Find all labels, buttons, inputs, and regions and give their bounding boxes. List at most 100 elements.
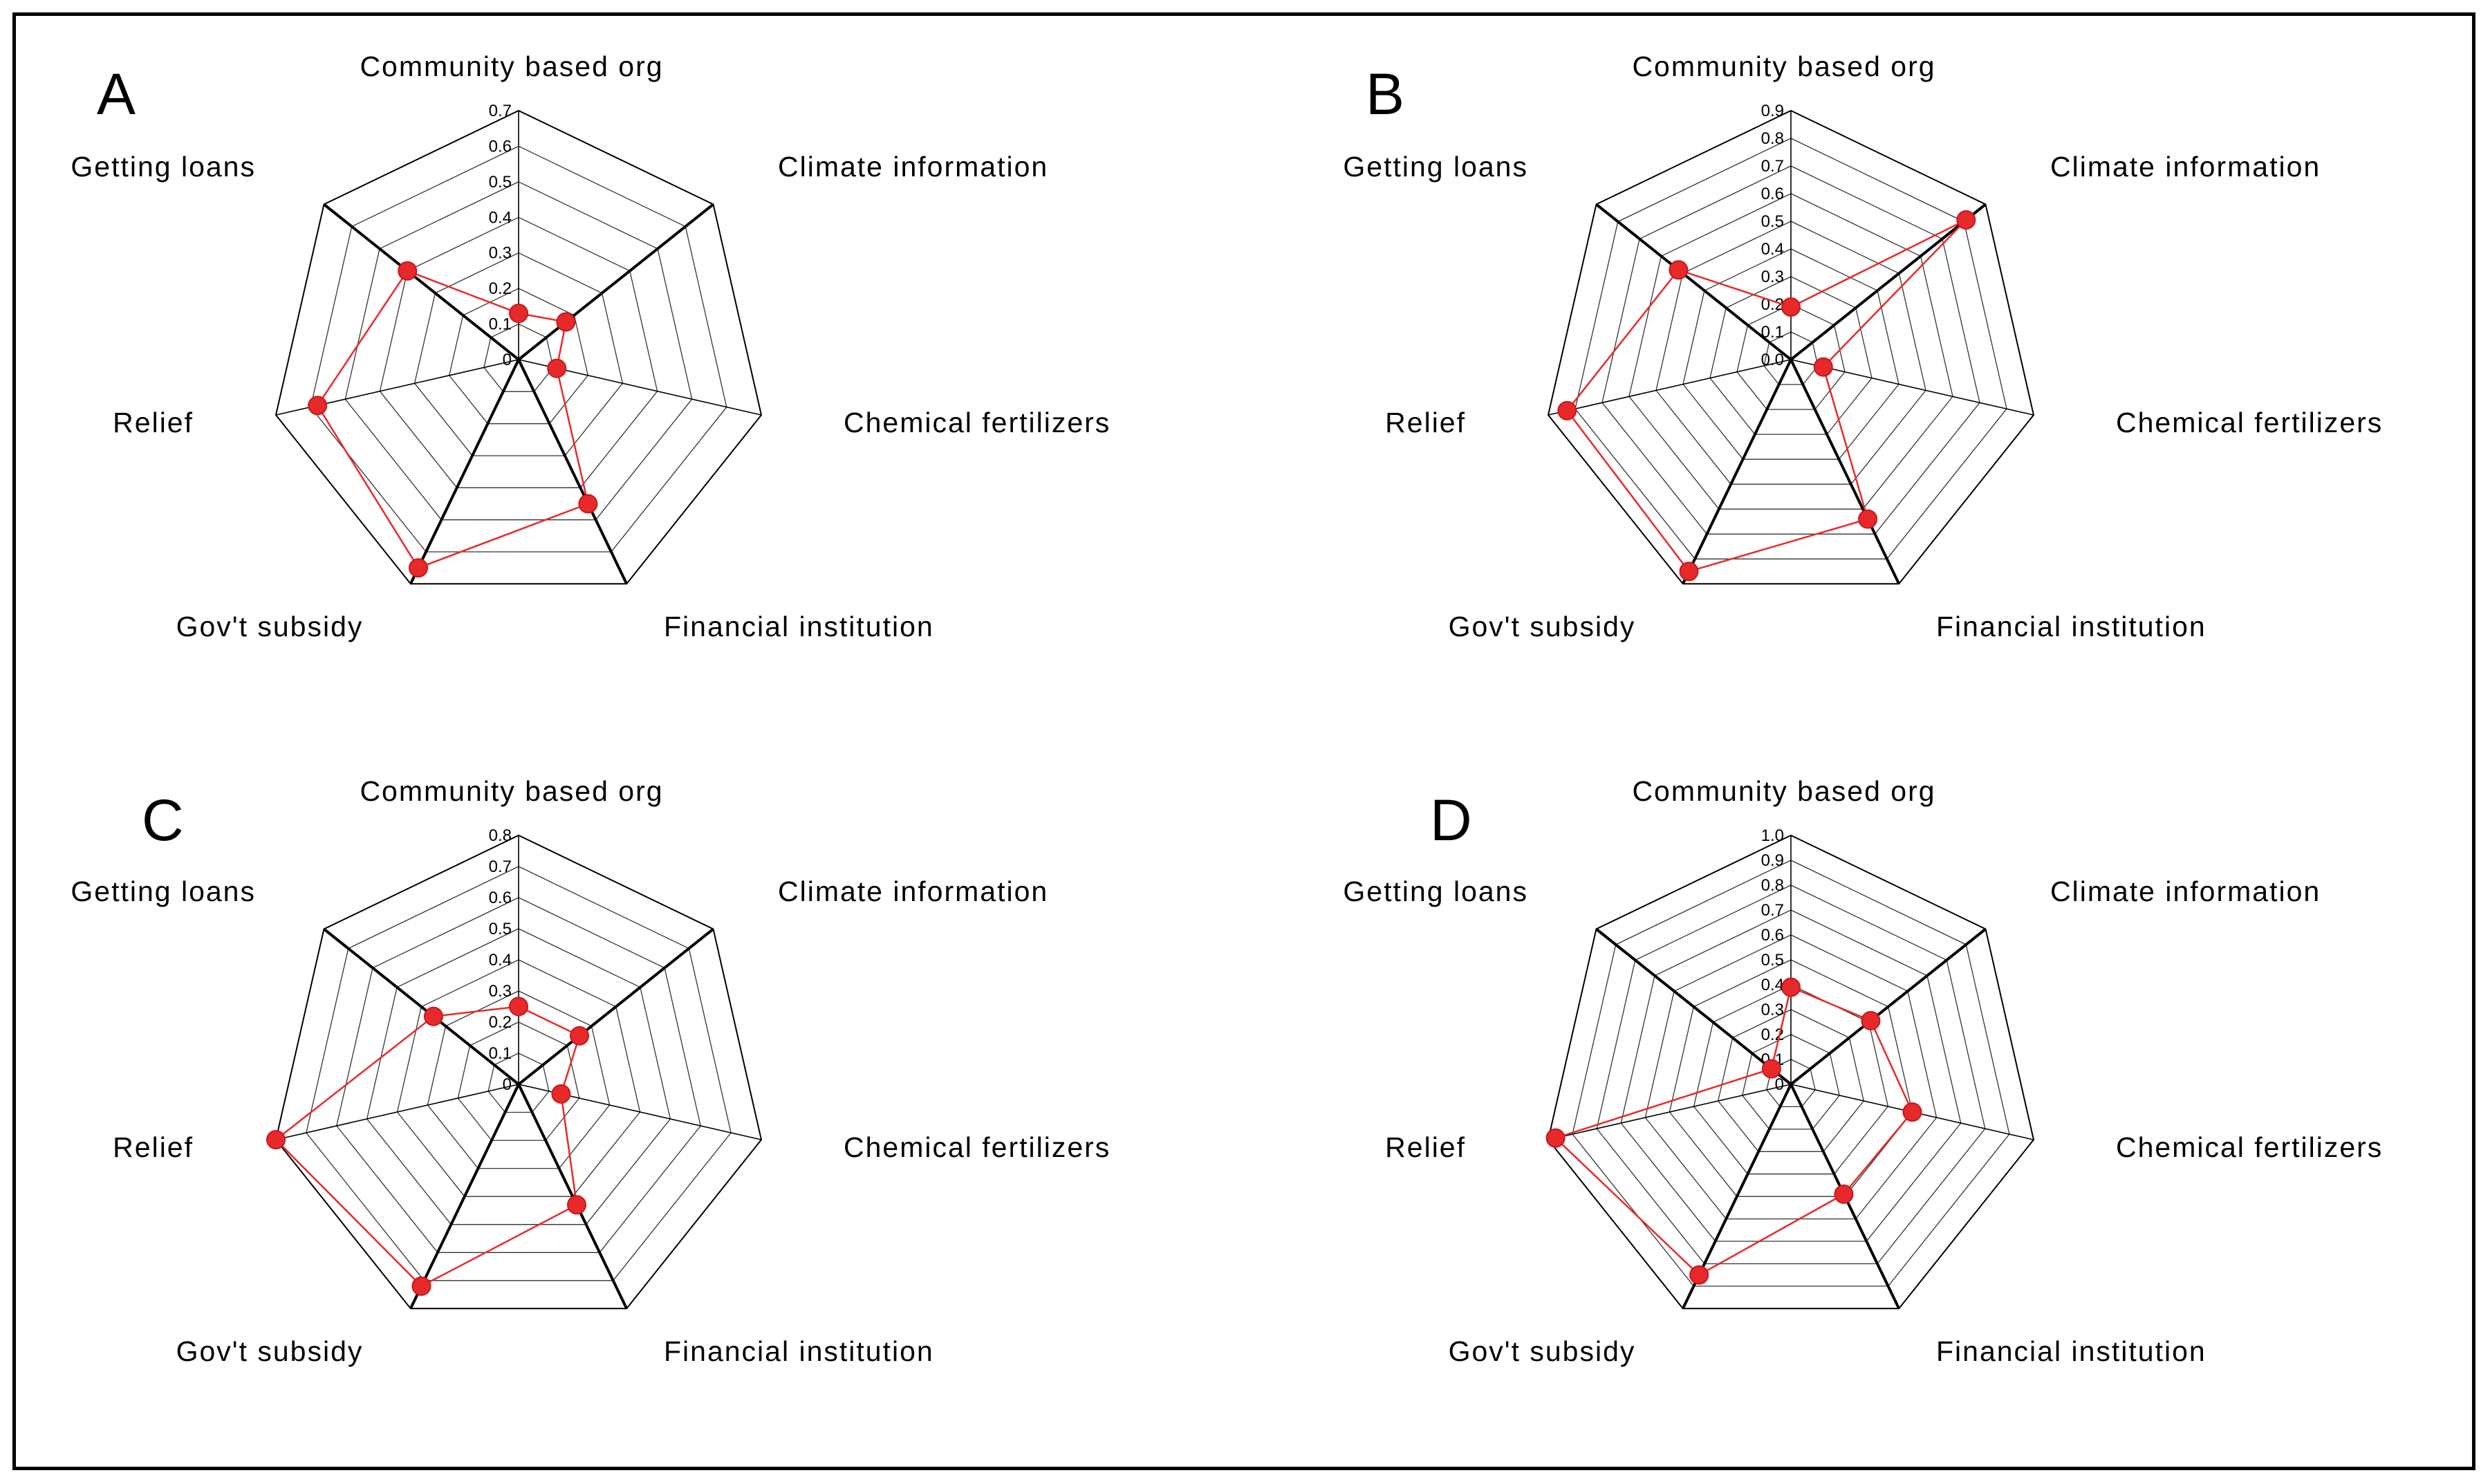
tick-label: 0.3	[1761, 268, 1784, 286]
series-line	[1565, 219, 1967, 573]
data-point-7	[398, 261, 418, 281]
axis-spoke	[1681, 359, 1792, 585]
axis-spoke	[323, 203, 520, 361]
data-point-4	[1858, 509, 1878, 529]
grid-ring	[306, 866, 732, 1281]
axis-label: Relief	[1385, 407, 1466, 438]
data-point-1	[509, 304, 528, 324]
tick-label: 0	[1775, 1075, 1784, 1094]
axis-label: Financial institution	[664, 611, 934, 642]
grid-ring	[1574, 138, 2007, 559]
grid-ring	[487, 1052, 550, 1113]
tick-label: 0.6	[489, 137, 512, 156]
axis-spoke	[409, 1084, 520, 1310]
grid-ring	[275, 109, 763, 585]
tick-label: 0.4	[489, 208, 512, 227]
grid-ring	[414, 252, 624, 456]
data-point-4	[567, 1195, 586, 1215]
data-point-6	[266, 1130, 286, 1150]
tick-label: 0.2	[489, 279, 512, 298]
grid-ring	[427, 990, 611, 1169]
tick-label: 0.7	[489, 857, 512, 876]
data-point-6	[1557, 400, 1577, 420]
tick-label: 0.0	[1761, 351, 1784, 369]
tick-label: 0	[503, 351, 512, 369]
grid-ring	[1682, 248, 1899, 460]
tick-label: 0.5	[489, 173, 512, 192]
panel-letter: C	[142, 788, 184, 853]
grid-ring	[344, 181, 693, 521]
grid-ring	[1693, 984, 1889, 1175]
tick-label: 0.7	[1761, 157, 1784, 176]
grid-ring	[1596, 884, 1986, 1265]
grid-ring	[1736, 304, 1846, 410]
panel-letter: D	[1430, 788, 1472, 853]
grid-ring	[310, 145, 727, 553]
axis-spoke	[1790, 203, 1987, 361]
tick-label: 0.3	[489, 244, 512, 263]
axis-spoke	[1548, 359, 1792, 416]
tick-label: 0.8	[1761, 876, 1784, 895]
axis-label: Community based org	[1632, 775, 1935, 807]
tick-label: 0.4	[1761, 976, 1784, 994]
axis-label: Chemical fertilizers	[2116, 407, 2383, 438]
axis-label: Climate information	[778, 151, 1048, 183]
data-point-7	[1761, 1059, 1781, 1079]
tick-label: 0.5	[1761, 212, 1784, 231]
series-line	[1554, 985, 1913, 1277]
data-point-5	[411, 1276, 431, 1296]
tick-label: 0.8	[489, 826, 512, 845]
axis-label: Relief	[1385, 1131, 1466, 1163]
axis-spoke	[275, 1084, 519, 1140]
grid-ring	[275, 834, 763, 1310]
grid-ring	[448, 288, 589, 425]
axis-label: Relief	[113, 407, 194, 438]
grid-ring	[1620, 909, 1962, 1242]
data-point-1	[1781, 297, 1801, 317]
panel-letter: B	[1366, 62, 1404, 127]
radar-panel-d: 00.10.20.30.40.50.60.70.80.91.0Community…	[1343, 775, 2381, 1367]
data-point-3	[551, 1084, 571, 1104]
data-point-2	[556, 312, 576, 332]
data-point-5	[1689, 1265, 1709, 1285]
axis-label: Getting loans	[71, 151, 256, 183]
data-point-4	[578, 494, 598, 514]
axis-label: Gov't subsidy	[176, 611, 364, 642]
axis-spoke	[517, 927, 714, 1086]
axis-label: Chemical fertilizers	[844, 407, 1111, 438]
axis-label: Financial institution	[1936, 611, 2206, 642]
grid-ring	[1669, 959, 1913, 1197]
tick-label: 0.5	[489, 920, 512, 938]
axis-spoke	[1595, 927, 1792, 1086]
axis-label: Gov't subsidy	[1449, 611, 1636, 642]
axis-spoke	[517, 203, 714, 361]
axis-spoke	[1595, 203, 1792, 361]
grid-ring	[1572, 860, 2010, 1287]
grid-ring	[1628, 193, 1953, 510]
radar-panel-b: 0.00.10.20.30.40.50.60.70.80.9Community …	[1343, 50, 2383, 642]
grid-ring	[1742, 1034, 1840, 1130]
axis-label: Community based org	[360, 775, 663, 807]
tick-label: 0.8	[1761, 129, 1784, 148]
data-point-3	[547, 358, 567, 378]
grid-ring	[379, 216, 658, 488]
axis-label: Community based org	[1632, 50, 1935, 82]
data-point-5	[1679, 562, 1699, 582]
axis-label: Getting loans	[1343, 151, 1528, 183]
data-point-3	[1902, 1102, 1922, 1122]
grid-ring	[1547, 834, 2035, 1310]
tick-label: 0.1	[489, 1044, 512, 1063]
axis-spoke	[1548, 1084, 1792, 1140]
data-point-2	[1956, 210, 1976, 230]
axis-spoke	[323, 927, 520, 1086]
tick-label: 0.3	[1761, 1001, 1784, 1019]
grid-ring	[457, 1021, 580, 1141]
grid-ring	[336, 897, 701, 1253]
axis-label: Getting loans	[1343, 875, 1528, 907]
figure-frame	[12, 12, 2475, 1470]
axis-label: Climate information	[778, 875, 1048, 907]
axis-label: Financial institution	[1936, 1335, 2206, 1367]
